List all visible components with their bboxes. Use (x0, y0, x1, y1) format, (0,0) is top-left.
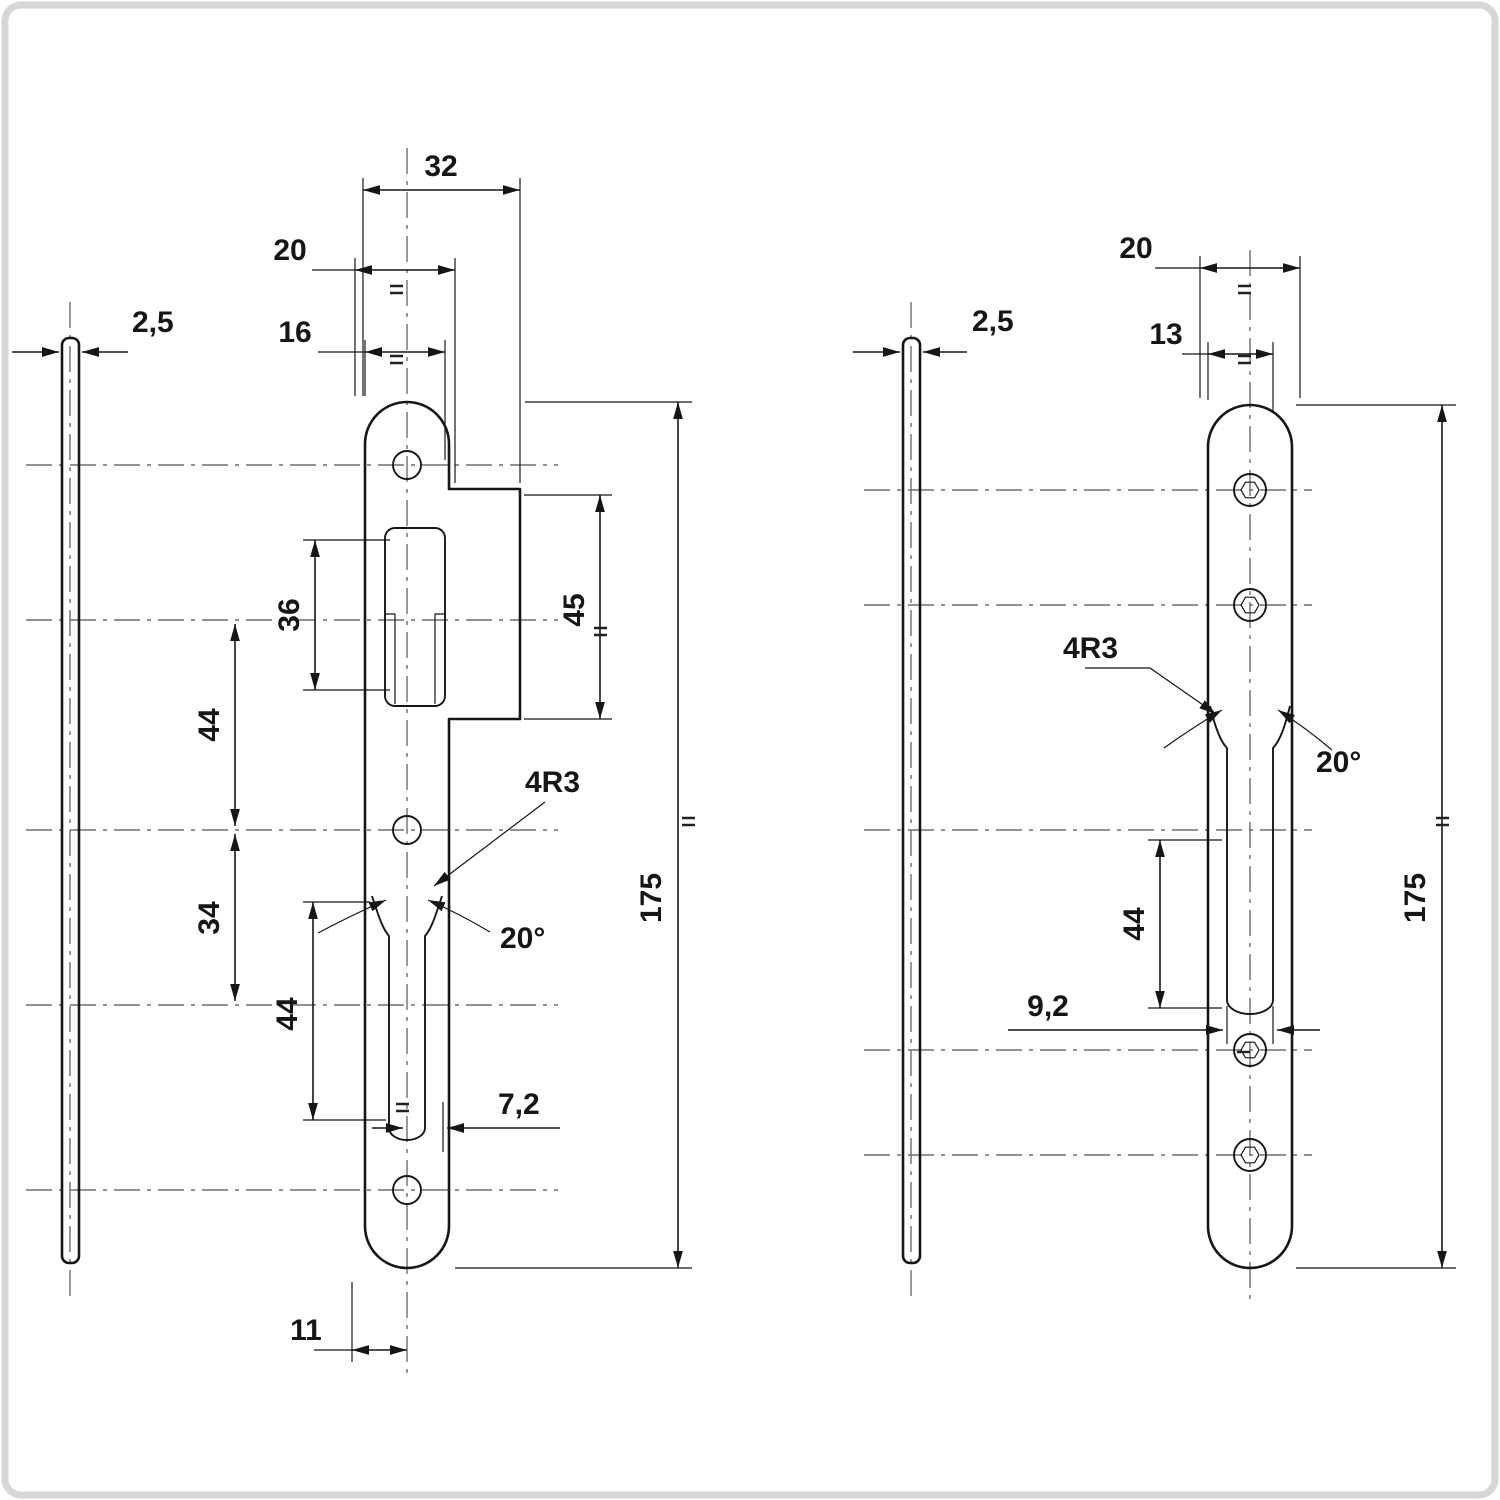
left-front-view-outline (363, 400, 522, 1270)
left-tolerance-mark-4 (682, 816, 695, 827)
left-tolerance-mark-1 (390, 284, 403, 295)
left-hole-middle (392, 815, 422, 845)
right-hole-4 (1233, 1138, 1267, 1172)
right-hole-3-socket (1240, 1041, 1260, 1059)
left-flared-slot (371, 895, 443, 1141)
left-tolerance-mark-3 (594, 626, 607, 637)
left-hole-bottom (392, 1175, 422, 1205)
right-hole-4-socket (1240, 1146, 1260, 1164)
left-spacing44-upper-label: 44 (193, 708, 226, 742)
right-width13-label: 13 (1149, 318, 1182, 351)
left-flange-height-label: 45 (558, 593, 591, 626)
right-hole-2-socket (1240, 596, 1260, 614)
left-part-views: 2,5 20° 4R3 32 20 16 (12, 148, 695, 1378)
right-hole-1-socket (1240, 481, 1260, 499)
right-flare-angle-label: 20° (1316, 746, 1361, 779)
left-corner-radius-label: 4R3 (525, 766, 580, 799)
right-overall-height-label: 175 (1399, 873, 1432, 923)
right-angle-arc-left (1163, 709, 1223, 749)
right-front-view-outline (1206, 403, 1294, 1270)
right-thickness-label: 2,5 (972, 305, 1014, 338)
left-tolerance-mark-5 (396, 1102, 409, 1113)
left-hole-top (392, 450, 422, 480)
right-width20-label: 20 (1119, 232, 1152, 265)
right-part-views: 2,5 20° 4R3 20 13 (853, 232, 1456, 1302)
left-side-view-plate (60, 336, 81, 1265)
left-upper-cutout (384, 527, 446, 707)
right-tolerance-mark-3 (1436, 816, 1449, 827)
left-bottom-offset-label: 11 (290, 1314, 322, 1347)
left-slot-height-label: 36 (273, 598, 306, 631)
right-hole-2 (1233, 588, 1267, 622)
left-width16-label: 16 (278, 316, 311, 349)
right-tolerance-mark-2 (1238, 354, 1251, 365)
right-corner-radius-label: 4R3 (1063, 632, 1118, 665)
right-angle-arc-right (1277, 709, 1333, 751)
right-hole-3 (1233, 1033, 1267, 1067)
right-hole-1 (1233, 473, 1267, 507)
left-spacing34-label: 34 (193, 901, 226, 935)
right-side-view-plate (901, 336, 922, 1265)
right-corner-radius-leader (1085, 667, 1217, 715)
right-spacing44-label: 44 (1118, 907, 1151, 941)
left-thickness-label: 2,5 (132, 306, 174, 339)
left-overall-height-label: 175 (635, 873, 668, 923)
left-flare-angle-label: 20° (500, 922, 545, 955)
right-flared-slot (1209, 705, 1291, 1015)
left-overall-width-label: 32 (424, 150, 457, 183)
right-slot-width-label: 9,2 (1027, 990, 1069, 1023)
right-tolerance-mark-1 (1238, 284, 1251, 295)
left-corner-radius-leader (433, 801, 546, 887)
left-width20-label: 20 (273, 234, 306, 267)
left-spacing44-lower-label: 44 (271, 997, 304, 1031)
left-angle-arc-left (317, 899, 387, 934)
left-tolerance-mark-2 (390, 354, 403, 365)
left-angle-arc-right (427, 899, 491, 933)
left-upper-cutout-step (385, 613, 445, 704)
left-slot-width-label: 7,2 (498, 1088, 540, 1121)
